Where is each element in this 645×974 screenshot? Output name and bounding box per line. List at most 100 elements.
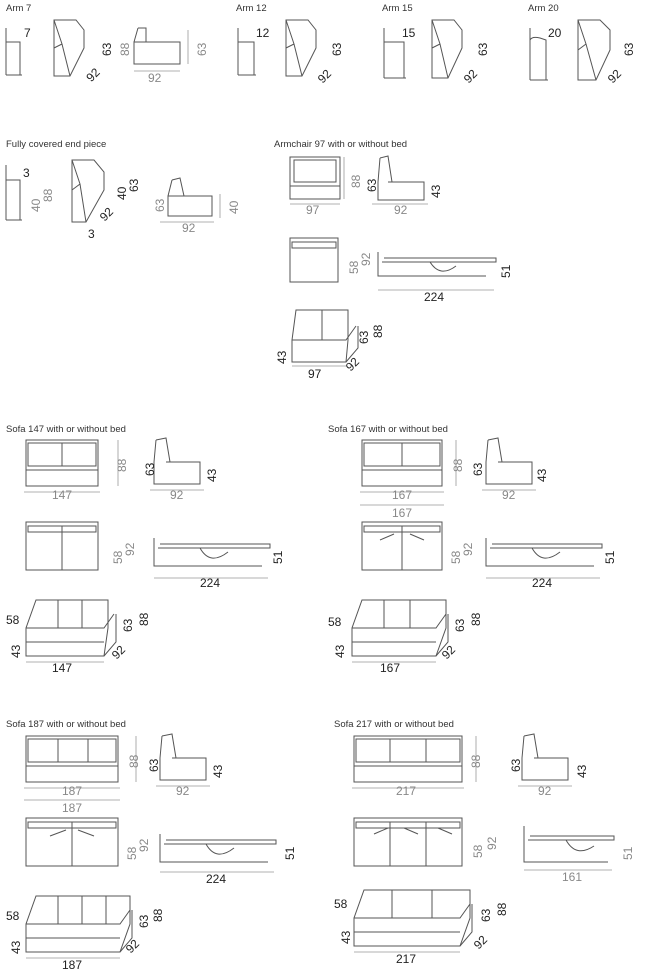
sofa-167-bed-cushions [363,525,441,570]
sofa-147-side-view [153,437,201,485]
arm-15-front-view [383,28,406,79]
sofa-147-bed-height-51: 51 [271,550,285,564]
sofa-187-seat-43: 43 [211,764,225,778]
sofa-147-front-view [25,439,99,487]
sofa-217-bed-cushions [355,821,461,866]
sofa-147-iso-seat [26,613,117,657]
arm-20-title: Arm 20 [528,3,559,14]
end-piece-title: Fully covered end piece [6,139,107,150]
sofa-147-bed-58: 58 [111,550,125,564]
sofa-187-width-2: 187 [62,801,82,815]
armchair-height-88: 88 [349,174,363,188]
arm-15-depth-92: 92 [461,66,481,86]
arm-7-height-63: 63 [100,42,114,56]
sofa-147-seat-43: 43 [205,468,219,482]
armchair-bed-top-view [289,237,339,283]
sofa-167-height-88: 88 [451,458,465,472]
sofa-167-bed-side-view [485,538,603,567]
sofa-187-front-cushions [26,738,118,767]
sofa-187-front-view [25,735,119,783]
end-piece-depth-92: 92 [97,204,117,224]
armchair-iso-seat-43: 43 [275,350,289,364]
sofa-217-iso-arm-58: 58 [334,897,348,911]
arm-7-thickness-label: 7 [24,26,31,40]
armchair-iso-back [291,309,349,363]
sofa-187-width: 187 [62,784,82,798]
sofa-217-iso-seat-43: 43 [339,930,353,944]
arm-20-front-view [529,28,548,81]
sofa-217-bed-side-view [523,826,615,863]
sofa-147-width: 147 [52,488,72,502]
sofa-187-bed-58: 58 [125,846,139,860]
sofa-167-width: 167 [392,488,412,502]
sofa-187-iso-depth-92: 92 [123,936,143,956]
armchair-width-97: 97 [306,203,320,217]
sofa-187-bed-side-view [159,834,277,863]
arm-15-thickness-label: 15 [402,26,416,40]
arm-20-thickness-label: 20 [548,26,562,40]
end-piece-iso-view [71,159,105,223]
sofa-217-bed-58: 58 [471,844,485,858]
arm-20-depth-92: 92 [605,66,625,86]
sofa-217-iso-depth-92: 92 [471,932,491,952]
sofa-187-iso-seat-43: 43 [9,940,23,954]
sofa-167-iso-width: 167 [380,661,400,675]
armchair-bed-side-view [377,252,497,277]
sofa-217-bed-length: 161 [562,870,582,884]
arm-7-front-view [5,28,22,76]
sofa-147-drawings: 147 88 63 43 92 58 92 224 51 58 43 63 88… [6,437,285,675]
sofa-187-height-88: 88 [127,754,141,768]
armchair-iso-back-63: 63 [357,330,371,344]
arm-7-width-92: 92 [148,71,162,85]
sofa-167-front-view [361,439,443,487]
sofa-147-title: Sofa 147 with or without bed [6,424,126,435]
arm-7-iso-view [53,19,85,77]
sofa-217-width: 217 [396,784,416,798]
sofa-167-iso-height-88: 88 [469,612,483,626]
arm-15-title: Arm 15 [382,3,413,14]
sofa-187-iso-width: 187 [62,958,82,972]
sofa-187-back-63: 63 [147,758,161,772]
arm-7-side-height-63: 63 [195,42,209,56]
sofa-147-height-88: 88 [115,458,129,472]
sofa-147-bed-length: 224 [200,576,220,590]
arm-12-depth-92: 92 [315,66,335,86]
end-piece-height-40: 40 [29,198,43,212]
armchair-iso-height-88: 88 [371,324,385,338]
arm-12-height-63: 63 [330,42,344,56]
armchair-front-cushion [290,159,340,187]
armchair-iso-seat [292,325,359,363]
sofa-167-iso-arm-58: 58 [328,615,342,629]
sofa-217-title: Sofa 217 with or without bed [334,719,454,730]
sofa-167-bed-length: 224 [532,576,552,590]
sofa-147-iso-seat-43: 43 [9,644,23,658]
arm-12-thickness-label: 12 [256,26,270,40]
armchair-bed-height-51: 51 [499,264,513,278]
armchair-iso-depth-92: 92 [343,354,363,374]
sofa-167-iso-seat [352,613,449,657]
arm-15-height-63: 63 [476,42,490,56]
armchair-front-view [289,156,341,200]
arm-15-iso-view [431,19,463,79]
sofa-217-front-view [353,735,463,783]
arm-7-depth-92: 92 [83,65,103,85]
end-piece-height-63: 63 [127,178,141,192]
sofa-187-bed-92: 92 [137,838,151,852]
sofa-147-bed-cushions [27,525,97,570]
end-piece-drawings: 3 40 88 40 63 92 3 63 92 40 [5,159,241,241]
sofa-187-depth-92: 92 [176,784,190,798]
sofa-187-iso-back-63: 63 [137,914,151,928]
end-piece-thickness-3: 3 [23,166,30,180]
end-piece-front-view [5,165,22,221]
sofa-217-side-view [521,733,569,781]
armchair-bed-length-224: 224 [424,290,444,304]
armchair-side-view [377,155,425,201]
armchair-97-drawings: 97 88 63 43 92 58 92 224 51 43 63 88 92 … [275,155,513,381]
sofa-167-bed-92: 92 [461,542,475,556]
arm-7-side-view [133,27,181,65]
armchair-bed-92: 92 [359,252,373,266]
sofa-167-title: Sofa 167 with or without bed [328,424,448,435]
armchair-iso-width-97: 97 [308,367,322,381]
